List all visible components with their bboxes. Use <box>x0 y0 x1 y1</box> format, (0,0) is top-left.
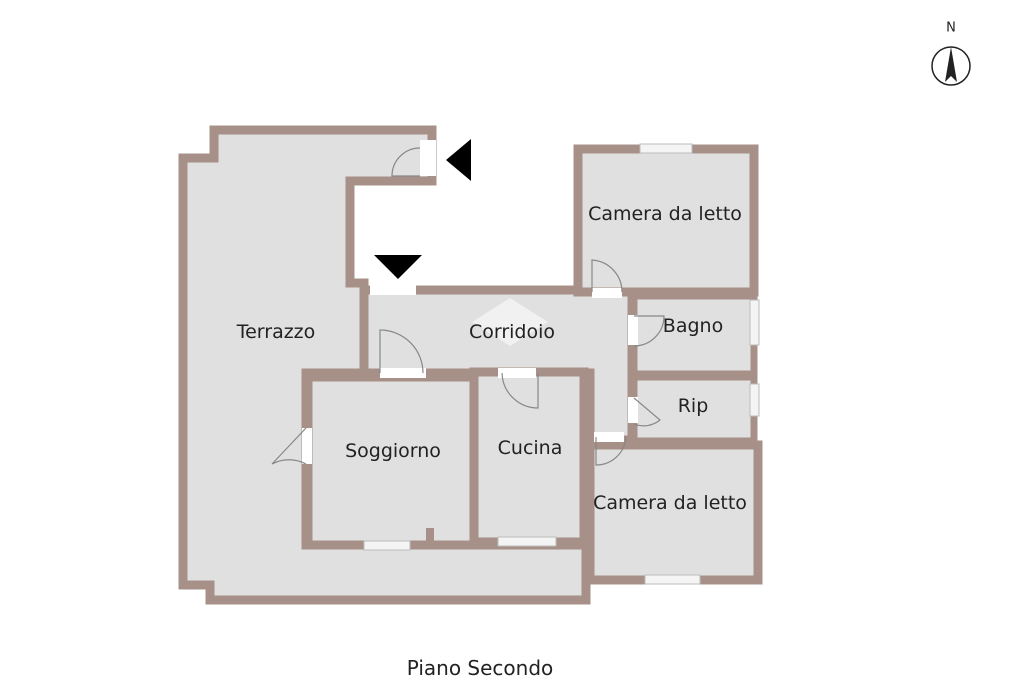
floor-caption: Piano Secondo <box>406 656 554 680</box>
north-label: N <box>946 20 956 36</box>
room-label-terrazzo: Terrazzo <box>236 321 316 343</box>
watermark-logo <box>472 298 548 346</box>
doors <box>271 140 665 542</box>
room-label-camera-2: Camera da letto <box>593 492 747 514</box>
living-room-area <box>303 372 479 550</box>
north-arrow-icon <box>931 46 971 86</box>
room-label-cucina: Cucina <box>497 437 563 459</box>
windows <box>363 143 760 585</box>
room-label-camera-1: Camera da letto <box>588 203 742 225</box>
room-label-bagno: Bagno <box>662 315 724 337</box>
entrance-marker-left-arrow <box>446 139 471 181</box>
kitchen-area <box>469 367 589 547</box>
room-label-rip: Rip <box>677 395 709 417</box>
room-label-soggiorno: Soggiorno <box>345 440 441 462</box>
room-label-corridoio: Corridoio <box>468 321 556 343</box>
entrance-marker-down-arrow <box>374 255 422 279</box>
bedroom-1-area <box>573 144 759 297</box>
